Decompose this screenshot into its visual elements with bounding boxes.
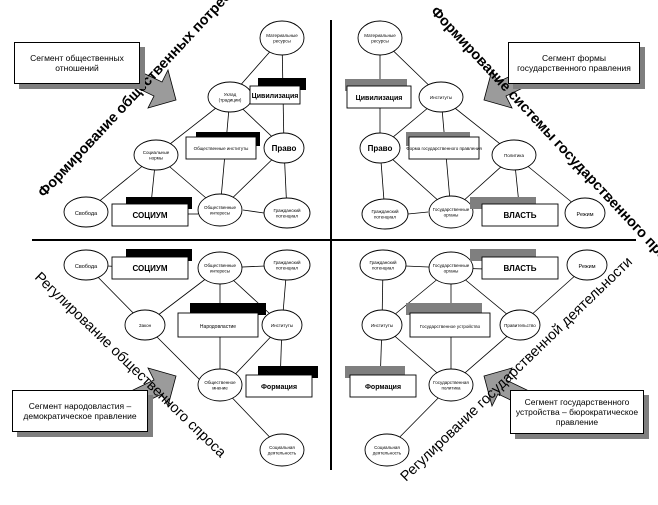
svg-text:СОЦИУМ: СОЦИУМ — [132, 211, 167, 220]
svg-text:Уклад(традиции): Уклад(традиции) — [219, 92, 242, 103]
svg-text:Право: Право — [272, 144, 297, 153]
svg-text:Государственное устройство: Государственное устройство — [420, 323, 481, 329]
box-tl-civilization: Цивилизация — [249, 78, 306, 105]
node-tr-regime: Режим — [564, 197, 606, 229]
svg-text:Народовластие: Народовластие — [200, 324, 236, 330]
svg-text:ВЛАСТЬ: ВЛАСТЬ — [504, 211, 537, 220]
svg-text:Режим: Режим — [579, 264, 596, 270]
arrow-top-left — [132, 68, 177, 109]
segment-text-bottom-left: Сегмент народовластия – демократическое … — [23, 401, 137, 421]
segment-text-bottom-right: Сегмент государственного устройства – бю… — [515, 397, 639, 427]
svg-text:СОЦИУМ: СОЦИУМ — [132, 264, 167, 273]
svg-text:Режим: Режим — [577, 212, 594, 218]
svg-text:Свобода: Свобода — [75, 211, 98, 217]
svg-text:Свобода: Свобода — [75, 264, 98, 270]
svg-text:Общественные институты: Общественные институты — [194, 146, 249, 151]
node-bl-institutions: Институты — [261, 309, 303, 341]
node-tl-way-of-life: Уклад(традиции) — [207, 81, 253, 113]
node-tr-institutions: Институты — [418, 81, 464, 113]
node-br-regime: Режим — [566, 249, 608, 281]
node-tr-politics: Политика — [491, 139, 537, 171]
box-br-state-structure: Государственное устройство — [406, 303, 491, 338]
node-tl-freedom: Свобода — [63, 196, 109, 228]
box-tr-government-form: Форма государственного правления — [406, 132, 482, 160]
node-bl-law: Закон — [124, 309, 166, 341]
segment-box-bottom-right: Сегмент государственного устройства – бю… — [510, 390, 644, 434]
svg-text:Институты: Институты — [371, 323, 393, 328]
box-bl-society: СОЦИУМ — [111, 249, 192, 280]
box-tl-institutions: Общественные институты — [185, 132, 260, 160]
svg-text:Форма государственного правлен: Форма государственного правления — [406, 146, 482, 151]
svg-text:Формация: Формация — [261, 384, 297, 391]
svg-text:Закон: Закон — [139, 323, 152, 328]
segment-box-bottom-left: Сегмент народовластия – демократическое … — [12, 390, 148, 432]
box-bl-democracy: Народовластие — [177, 303, 266, 338]
segment-box-top-left: Сегмент общественных отношений — [14, 42, 140, 84]
node-tr-law: Право — [359, 132, 401, 164]
segment-box-top-right: Сегмент формы государственного правления — [508, 42, 640, 84]
arrows — [132, 68, 528, 408]
box-tr-power: ВЛАСТЬ — [470, 197, 559, 227]
segment-text-top-left: Сегмент общественных отношений — [30, 53, 124, 73]
box-br-power: ВЛАСТЬ — [470, 249, 559, 280]
svg-text:Политика: Политика — [504, 153, 524, 158]
svg-text:Институты: Институты — [271, 323, 293, 328]
svg-text:ВЛАСТЬ: ВЛАСТЬ — [504, 264, 537, 273]
svg-text:Цивилизация: Цивилизация — [356, 95, 403, 102]
svg-text:Право: Право — [368, 144, 393, 153]
box-bl-formation: Формация — [245, 366, 318, 398]
box-tl-society: СОЦИУМ — [111, 197, 192, 227]
box-br-formation: Формация — [345, 366, 417, 398]
node-br-institutions: Институты — [361, 309, 403, 341]
segment-text-top-right: Сегмент формы государственного правления — [517, 53, 631, 73]
box-tr-civilization: Цивилизация — [345, 79, 412, 109]
direction-title-bottom-left: Регулирование общественного спроса — [31, 269, 229, 461]
node-bl-freedom: Свобода — [63, 249, 109, 281]
node-br-government: Правительство — [499, 309, 541, 341]
svg-text:Правительство: Правительство — [504, 323, 536, 328]
node-tl-law: Право — [263, 132, 305, 164]
svg-text:Цивилизация: Цивилизация — [252, 93, 299, 100]
svg-text:Институты: Институты — [430, 95, 452, 100]
svg-text:Формация: Формация — [365, 384, 401, 391]
